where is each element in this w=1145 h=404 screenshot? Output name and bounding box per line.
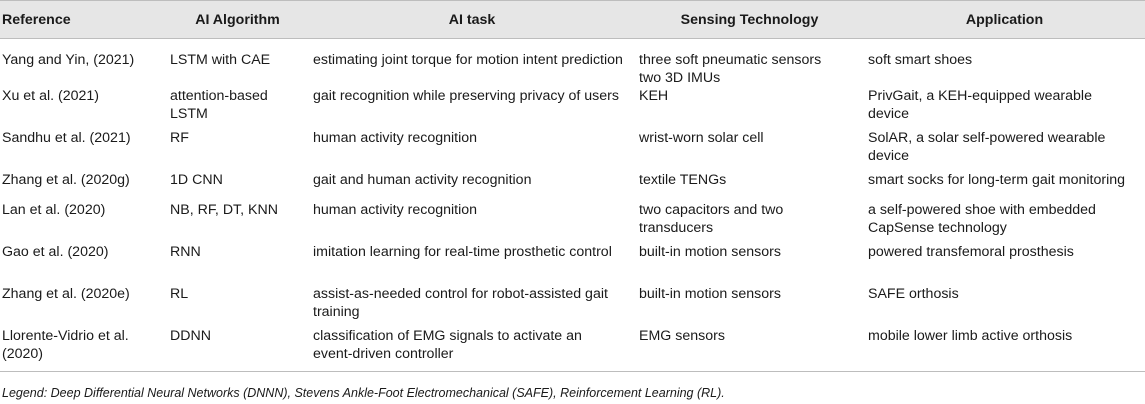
cell-sensing-technology: built-in motion sensors (639, 286, 781, 302)
cell-ai-task: estimating joint torque for motion inten… (313, 52, 623, 68)
cell-reference: Yang and Yin, (2021) (2, 52, 135, 68)
cell-ai-algorithm: DDNN (166, 327, 309, 372)
cell-reference: Zhang et al. (2020e) (2, 286, 130, 302)
cell-reference: Zhang et al. (2020g) (2, 172, 130, 188)
table-row: Lan et al. (2020) NB, RF, DT, KNN human … (0, 201, 1145, 243)
cell-ai-task: imitation learning for real-time prosthe… (313, 244, 612, 260)
cell-ai-task: human activity recognition (313, 202, 478, 218)
cell-ai-task: assist-as-needed control for robot-assis… (313, 286, 608, 320)
cell-ai-algorithm: RL (170, 286, 189, 302)
cell-application: PrivGait, a KEH-equipped wearable device (868, 88, 1092, 122)
header-ai-task: AI task (309, 0, 635, 39)
cell-application: powered transfemoral prosthesis (868, 244, 1074, 260)
cell-ai-algorithm: RNN (170, 244, 201, 260)
cell-sensing-technology: textile TENGs (639, 172, 727, 188)
cell-application: mobile lower limb active orthosis (864, 327, 1145, 372)
cell-sensing-technology: KEH (639, 88, 669, 104)
cell-ai-task: human activity recognition (313, 130, 478, 146)
table-row: Gao et al. (2020) RNN imitation learning… (0, 243, 1145, 285)
cell-ai-task: classification of EMG signals to activat… (309, 327, 635, 372)
cell-ai-algorithm: NB, RF, DT, KNN (170, 202, 278, 218)
cell-sensing-technology: wrist-worn solar cell (639, 130, 764, 146)
cell-application: a self-powered shoe with embedded CapSen… (868, 202, 1096, 236)
header-row: Reference AI Algorithm AI task Sensing T… (0, 0, 1145, 39)
reference-table: Reference AI Algorithm AI task Sensing T… (0, 0, 1145, 372)
cell-reference: Gao et al. (2020) (2, 244, 109, 260)
header-sensing-technology: Sensing Technology (635, 0, 864, 39)
cell-application: SolAR, a solar self-powered wearable dev… (868, 130, 1106, 164)
table-row: Yang and Yin, (2021) LSTM with CAE estim… (0, 39, 1145, 88)
cell-application: soft smart shoes (868, 52, 973, 68)
table-row: Llorente-Vidrio et al. (2020) DDNN class… (0, 327, 1145, 372)
header-reference: Reference (0, 0, 166, 39)
table-legend: Legend: Deep Differential Neural Network… (2, 386, 725, 400)
cell-sensing-technology: EMG sensors (635, 327, 864, 372)
table-row: Xu et al. (2021) attention-based LSTM ga… (0, 87, 1145, 129)
cell-reference: Llorente-Vidrio et al. (2020) (0, 327, 166, 372)
table-header: Reference AI Algorithm AI task Sensing T… (0, 0, 1145, 39)
table-row: Zhang et al. (2020g) 1D CNN gait and hum… (0, 171, 1145, 201)
cell-ai-task: gait recognition while preserving privac… (313, 88, 619, 104)
cell-sensing-technology: two capacitors and two transducers (639, 202, 784, 236)
cell-reference: Lan et al. (2020) (2, 202, 106, 218)
header-application: Application (864, 0, 1145, 39)
cell-reference: Sandhu et al. (2021) (2, 130, 131, 146)
cell-ai-task: gait and human activity recognition (313, 172, 532, 188)
cell-ai-algorithm: attention-based LSTM (170, 88, 268, 122)
cell-application: SAFE orthosis (868, 286, 959, 302)
cell-sensing-technology: built-in motion sensors (639, 244, 781, 260)
cell-sensing-technology: three soft pneumatic sensors two 3D IMUs (639, 52, 822, 86)
table-row: Zhang et al. (2020e) RL assist-as-needed… (0, 285, 1145, 327)
table-row: Sandhu et al. (2021) RF human activity r… (0, 129, 1145, 171)
cell-ai-algorithm: RF (170, 130, 189, 146)
header-ai-algorithm: AI Algorithm (166, 0, 309, 39)
cell-application: smart socks for long-term gait monitorin… (868, 172, 1126, 188)
cell-ai-algorithm: 1D CNN (170, 172, 223, 188)
table-body: Yang and Yin, (2021) LSTM with CAE estim… (0, 39, 1145, 372)
cell-reference: Xu et al. (2021) (2, 88, 100, 104)
cell-ai-algorithm: LSTM with CAE (170, 52, 271, 68)
